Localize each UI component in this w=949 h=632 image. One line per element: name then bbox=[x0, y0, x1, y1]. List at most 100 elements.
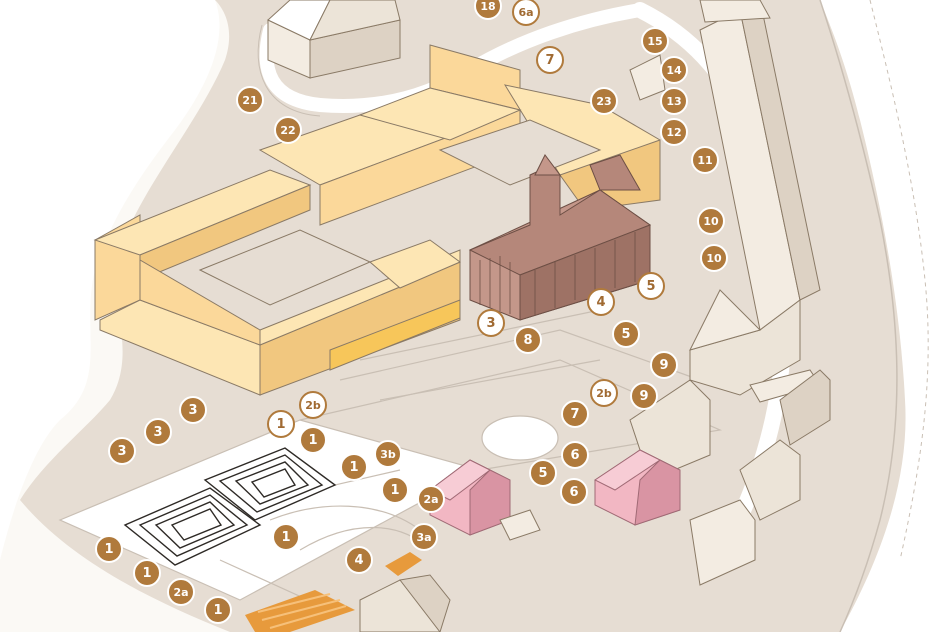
map-marker-3[interactable]: 3 bbox=[477, 309, 505, 337]
marker-label: 3 bbox=[117, 444, 126, 459]
marker-label: 22 bbox=[280, 124, 295, 137]
map-marker-1[interactable]: 1 bbox=[381, 476, 409, 504]
map-marker-5[interactable]: 5 bbox=[637, 272, 665, 300]
marker-circle bbox=[700, 244, 728, 272]
marker-label: 4 bbox=[354, 553, 363, 568]
map-marker-13[interactable]: 13 bbox=[660, 87, 688, 115]
marker-circle bbox=[561, 400, 589, 428]
marker-circle bbox=[691, 146, 719, 174]
marker-label: 9 bbox=[659, 358, 668, 373]
map-marker-9[interactable]: 9 bbox=[650, 351, 678, 379]
marker-label: 2a bbox=[423, 493, 438, 506]
map-marker-3a[interactable]: 3a bbox=[410, 523, 438, 551]
marker-circle bbox=[133, 559, 161, 587]
map-marker-15[interactable]: 15 bbox=[641, 27, 669, 55]
marker-circle bbox=[641, 27, 669, 55]
orchard-plot bbox=[245, 552, 422, 632]
marker-label: 5 bbox=[621, 327, 630, 342]
marker-circle bbox=[660, 56, 688, 84]
marker-circle bbox=[204, 596, 232, 624]
map-marker-3b[interactable]: 3b bbox=[374, 440, 402, 468]
marker-circle bbox=[345, 546, 373, 574]
marker-circle bbox=[272, 523, 300, 551]
east-long-hall bbox=[689, 0, 821, 396]
map-marker-3[interactable]: 3 bbox=[179, 396, 207, 424]
map-marker-2a[interactable]: 2a bbox=[417, 485, 445, 513]
map-marker-3[interactable]: 3 bbox=[144, 418, 172, 446]
marker-label: 10 bbox=[703, 215, 719, 228]
marker-circle bbox=[536, 46, 564, 74]
marker-circle bbox=[95, 535, 123, 563]
marker-circle bbox=[637, 272, 665, 300]
south-buildings bbox=[359, 509, 541, 632]
map-marker-1[interactable]: 1 bbox=[267, 410, 295, 438]
marker-label: 10 bbox=[706, 252, 722, 265]
map-marker-2a[interactable]: 2a bbox=[167, 578, 195, 606]
marker-circle bbox=[179, 396, 207, 424]
map-marker-5[interactable]: 5 bbox=[529, 459, 557, 487]
marker-label: 3 bbox=[188, 403, 197, 418]
map-marker-18[interactable]: 18 bbox=[474, 0, 502, 20]
marker-label: 6 bbox=[569, 485, 578, 500]
marker-label: 7 bbox=[545, 53, 554, 68]
marker-label: 1 bbox=[142, 566, 151, 581]
map-marker-8[interactable]: 8 bbox=[514, 326, 542, 354]
marker-label: 18 bbox=[480, 0, 495, 13]
map-marker-6[interactable]: 6 bbox=[561, 441, 589, 469]
marker-label: 1 bbox=[276, 417, 285, 432]
marker-label: 14 bbox=[666, 64, 682, 77]
map-marker-22[interactable]: 22 bbox=[274, 116, 302, 144]
marker-label: 6a bbox=[518, 6, 533, 19]
marker-label: 1 bbox=[308, 433, 317, 448]
map-marker-4[interactable]: 4 bbox=[345, 546, 373, 574]
marker-circle bbox=[417, 485, 445, 513]
map-marker-7[interactable]: 7 bbox=[561, 400, 589, 428]
pink-buildings bbox=[429, 449, 681, 536]
marker-label: 4 bbox=[596, 295, 605, 310]
map-marker-6[interactable]: 6 bbox=[560, 478, 588, 506]
marker-circle bbox=[514, 326, 542, 354]
map-marker-6a[interactable]: 6a bbox=[512, 0, 540, 26]
map-marker-10[interactable]: 10 bbox=[697, 207, 725, 235]
map-marker-2b[interactable]: 2b bbox=[299, 391, 327, 419]
map-marker-1[interactable]: 1 bbox=[340, 453, 368, 481]
marker-label: 1 bbox=[390, 483, 399, 498]
map-marker-1[interactable]: 1 bbox=[299, 426, 327, 454]
map-marker-5[interactable]: 5 bbox=[612, 320, 640, 348]
marker-circle bbox=[167, 578, 195, 606]
map-marker-1[interactable]: 1 bbox=[133, 559, 161, 587]
marker-label: 3 bbox=[486, 316, 495, 331]
north-road-loop bbox=[257, 24, 321, 117]
map-marker-2b[interactable]: 2b bbox=[590, 379, 618, 407]
map-marker-14[interactable]: 14 bbox=[660, 56, 688, 84]
marker-circle bbox=[381, 476, 409, 504]
map-marker-3[interactable]: 3 bbox=[108, 437, 136, 465]
map-marker-23[interactable]: 23 bbox=[590, 87, 618, 115]
left-margin bbox=[0, 0, 220, 560]
marker-label: 1 bbox=[104, 542, 113, 557]
map-marker-1[interactable]: 1 bbox=[204, 596, 232, 624]
road-dash-line bbox=[869, 0, 929, 561]
marker-label: 13 bbox=[666, 95, 681, 108]
map-marker-11[interactable]: 11 bbox=[691, 146, 719, 174]
map-marker-12[interactable]: 12 bbox=[660, 118, 688, 146]
marker-circle bbox=[512, 0, 540, 26]
map-marker-7[interactable]: 7 bbox=[536, 46, 564, 74]
marker-circle bbox=[474, 0, 502, 20]
map-marker-10[interactable]: 10 bbox=[700, 244, 728, 272]
marker-label: 3 bbox=[153, 425, 162, 440]
marker-label: 1 bbox=[281, 530, 290, 545]
map-marker-9[interactable]: 9 bbox=[630, 382, 658, 410]
marker-label: 12 bbox=[666, 126, 681, 139]
marker-label: 23 bbox=[596, 95, 611, 108]
map-marker-1[interactable]: 1 bbox=[95, 535, 123, 563]
marker-circle bbox=[340, 453, 368, 481]
map-marker-1[interactable]: 1 bbox=[272, 523, 300, 551]
map-marker-4[interactable]: 4 bbox=[587, 288, 615, 316]
marker-circle bbox=[144, 418, 172, 446]
marker-circle bbox=[697, 207, 725, 235]
marker-label: 11 bbox=[697, 154, 712, 167]
map-marker-21[interactable]: 21 bbox=[236, 86, 264, 114]
